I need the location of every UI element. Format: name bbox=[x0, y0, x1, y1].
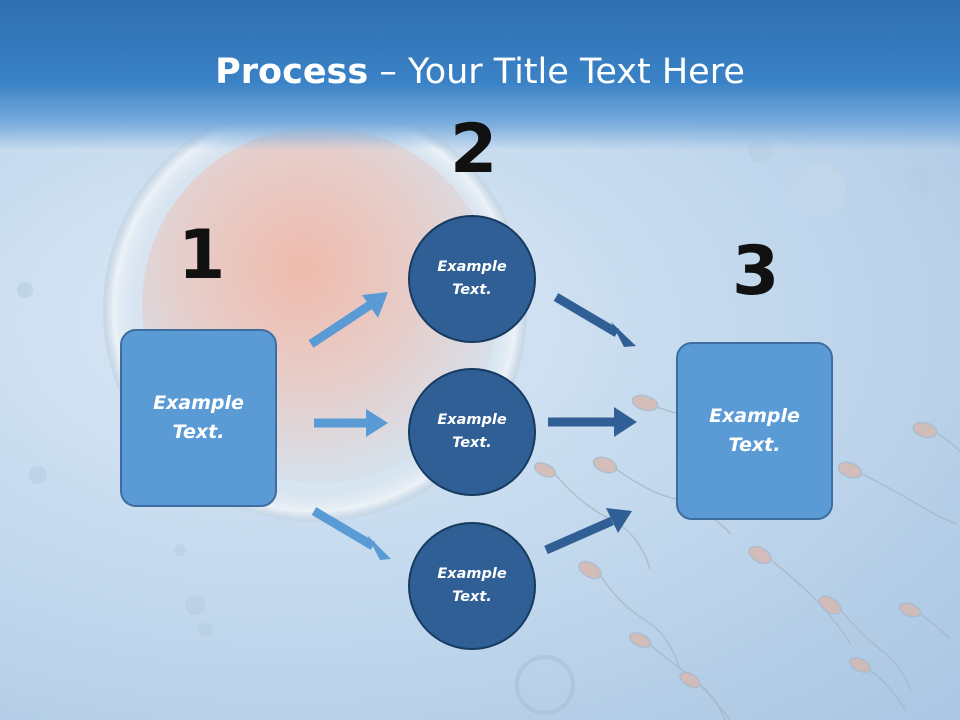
step-2-circle-top-text: Example Text. bbox=[437, 259, 507, 298]
step-2-circle-bottom-text: Example Text. bbox=[437, 566, 507, 605]
step-1-box: Example Text. bbox=[120, 329, 277, 507]
step-1-box-text: Example Text. bbox=[153, 392, 244, 443]
arrow-1-to-middle bbox=[314, 409, 388, 437]
slide-title-bold: Process bbox=[215, 52, 369, 92]
step-3-box: Example Text. bbox=[676, 342, 833, 520]
title-band bbox=[0, 0, 960, 150]
step-2-circle-middle-text: Example Text. bbox=[437, 412, 507, 451]
step-number-1: 1 bbox=[178, 216, 226, 295]
step-2-circle-top: Example Text. bbox=[408, 215, 536, 343]
arrow-bottom-to-3 bbox=[544, 508, 632, 555]
arrow-1-to-bottom bbox=[311, 507, 391, 560]
slide-title: Process – Your Title Text Here bbox=[0, 52, 960, 92]
arrow-1-to-top bbox=[308, 292, 388, 348]
arrow-middle-to-3 bbox=[548, 407, 637, 437]
step-number-2: 2 bbox=[450, 110, 498, 189]
step-number-3: 3 bbox=[732, 232, 780, 311]
slide-title-rest: – Your Title Text Here bbox=[368, 52, 745, 92]
arrow-top-to-3 bbox=[553, 293, 636, 347]
step-2-circle-bottom: Example Text. bbox=[408, 522, 536, 650]
step-2-circle-middle: Example Text. bbox=[408, 368, 536, 496]
step-3-box-text: Example Text. bbox=[709, 405, 800, 456]
